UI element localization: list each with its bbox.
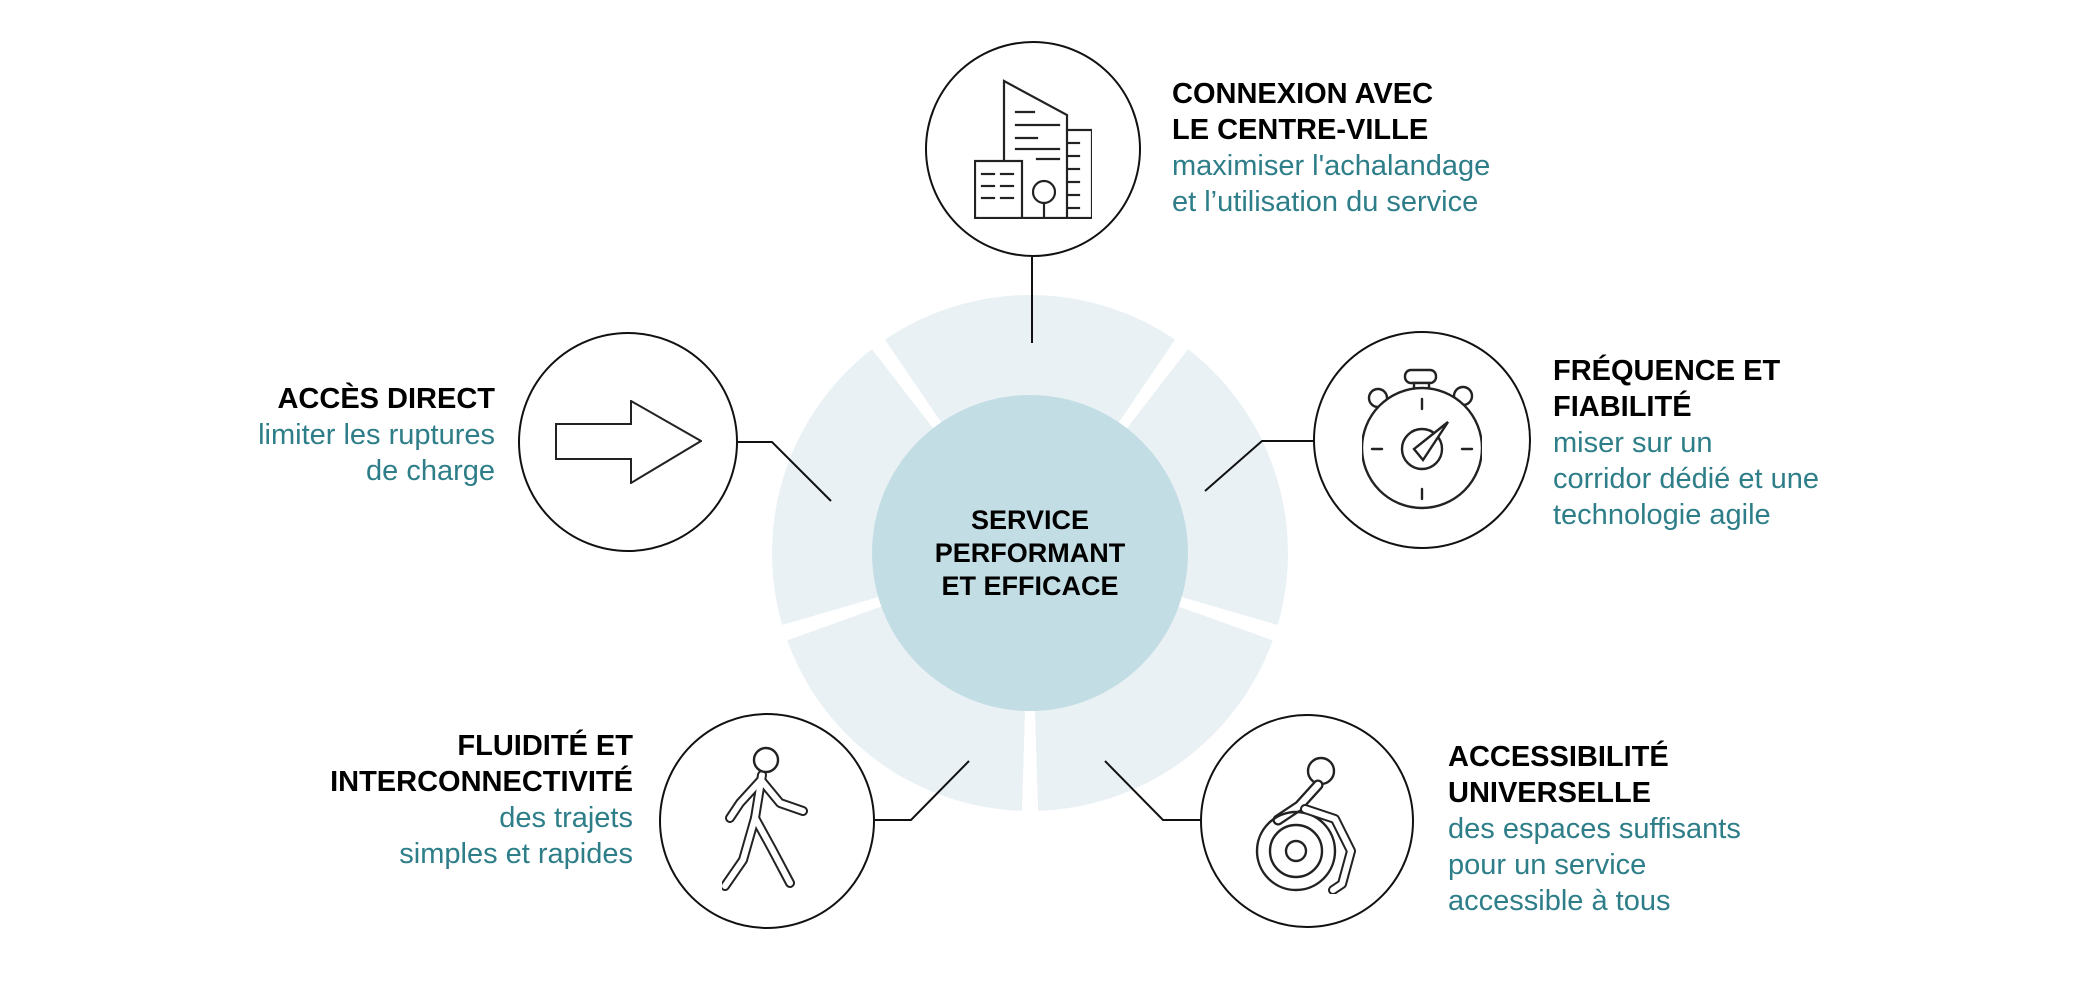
label-desc-line: corridor dédié et une [1553, 463, 1819, 495]
label-desc-line: maximiser l'achalandage [1172, 150, 1491, 182]
hub-title-line: SERVICE [970, 504, 1090, 535]
connector-line-right [1204, 440, 1313, 492]
node-circle-centre-ville [925, 41, 1141, 257]
node-circle-accessibilite [1200, 714, 1414, 928]
label-title-line: LE CENTRE-VILLE [1172, 114, 1429, 146]
node-circle-acces-direct [518, 332, 738, 552]
label-title-line: UNIVERSELLE [1448, 777, 1652, 809]
label-title-line: ACCESSIBILITÉ [1448, 741, 1669, 773]
label-desc-line: technologie agile [1553, 499, 1771, 531]
label-title-line: FRÉQUENCE ET [1553, 355, 1781, 387]
label-desc-line: des espaces suffisants [1448, 813, 1741, 845]
label-desc-line: limiter les ruptures [258, 419, 495, 451]
label-acces-direct: ACCÈS DIRECT limiter les ruptures de cha… [258, 381, 495, 489]
walking-person-icon [722, 746, 808, 891]
connector-line-left [738, 441, 832, 502]
hub-title-line: PERFORMANT [934, 537, 1126, 568]
label-title-line: INTERCONNECTIVITÉ [330, 766, 633, 798]
hub-title-line: ET EFFICACE [941, 570, 1119, 601]
label-accessibilite: ACCESSIBILITÉ UNIVERSELLE des espaces su… [1448, 739, 1741, 919]
label-centre-ville: CONNEXION AVEC LE CENTRE-VILLE maximiser… [1172, 76, 1490, 220]
label-desc-line: simples et rapides [399, 838, 633, 870]
stopwatch-icon [1362, 368, 1482, 509]
label-desc-line: des trajets [499, 802, 633, 834]
label-frequence: FRÉQUENCE ET FIABILITÉ miser sur un corr… [1553, 353, 1819, 533]
label-desc-line: accessible à tous [1448, 885, 1671, 917]
arrow-right-icon [554, 400, 702, 484]
wheelchair-icon [1255, 756, 1356, 894]
connector-line-bottom-right [1104, 760, 1200, 821]
label-title-line: FIABILITÉ [1553, 391, 1692, 423]
label-desc-line: miser sur un [1553, 427, 1713, 459]
label-desc-line: de charge [366, 455, 495, 487]
label-fluidite: FLUIDITÉ ET INTERCONNECTIVITÉ des trajet… [330, 728, 633, 872]
label-desc-line: pour un service [1448, 849, 1647, 881]
connector-line-bottom-left [875, 760, 970, 821]
city-buildings-icon [974, 79, 1092, 219]
wheel-hub: SERVICE PERFORMANT ET EFFICACE [872, 395, 1188, 711]
node-circle-frequence [1313, 331, 1531, 549]
label-title-line: CONNEXION AVEC [1172, 78, 1434, 110]
node-circle-fluidite [659, 713, 875, 929]
label-desc-line: et l’utilisation du service [1172, 186, 1479, 218]
label-title-line: ACCÈS DIRECT [277, 383, 495, 415]
label-title-line: FLUIDITÉ ET [457, 730, 633, 762]
